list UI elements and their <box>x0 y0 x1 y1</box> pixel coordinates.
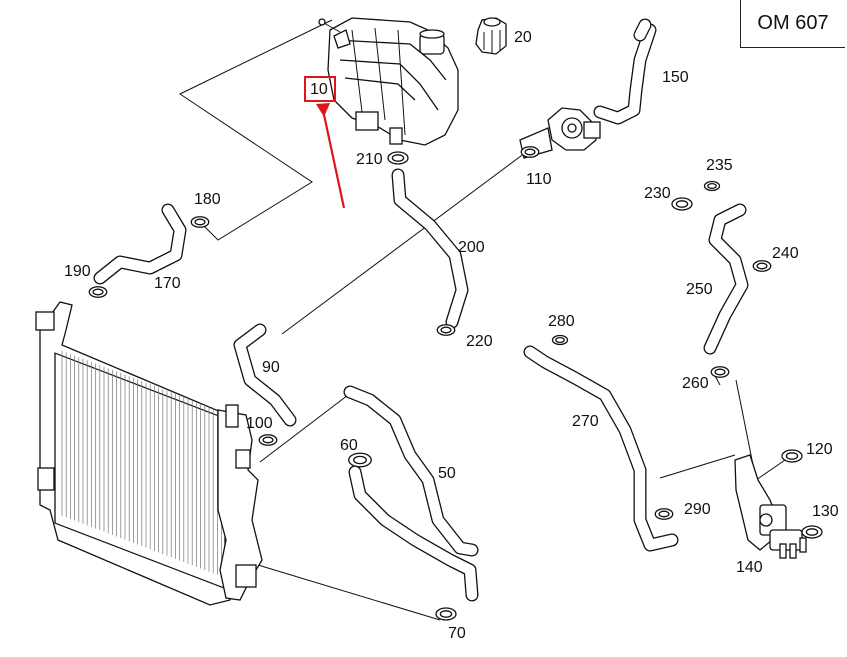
hose-200[interactable] <box>391 168 469 329</box>
part-label-190[interactable]: 190 <box>64 263 91 280</box>
clamp-110[interactable] <box>520 146 540 158</box>
part-label-150[interactable]: 150 <box>662 69 689 86</box>
part-label-200[interactable]: 200 <box>458 239 485 256</box>
part-label-235[interactable]: 235 <box>706 157 733 174</box>
thermostat-housing[interactable] <box>519 107 601 159</box>
hose-150[interactable] <box>593 23 657 125</box>
part-label-260[interactable]: 260 <box>682 375 709 392</box>
clamp-130[interactable] <box>801 525 823 539</box>
engine-code-label: OM 607 <box>740 0 845 48</box>
part-labels: 10 20 50 60 70 90 100 110 120 130 140 150 170 180 190 2… <box>64 29 839 642</box>
hose-50[interactable] <box>343 385 479 557</box>
hose-50b[interactable] <box>348 465 479 602</box>
part-label-180[interactable]: 180 <box>194 191 221 208</box>
clamp-180[interactable] <box>190 216 210 228</box>
tank-cap[interactable] <box>475 17 507 55</box>
hoses[interactable] <box>93 18 749 602</box>
part-label-20[interactable]: 20 <box>514 29 532 46</box>
clamp-280[interactable] <box>551 334 569 346</box>
clamps[interactable] <box>88 146 823 621</box>
clamp-230[interactable] <box>671 197 693 211</box>
expansion-tank[interactable] <box>318 17 459 146</box>
part-label-60[interactable]: 60 <box>340 437 358 454</box>
part-label-240[interactable]: 240 <box>772 245 799 262</box>
clamp-220[interactable] <box>436 324 456 336</box>
part-label-120[interactable]: 120 <box>806 441 833 458</box>
part-label-90[interactable]: 90 <box>262 359 280 376</box>
radiator[interactable] <box>35 301 263 606</box>
part-label-270[interactable]: 270 <box>572 413 599 430</box>
part-label-110[interactable]: 110 <box>526 171 552 188</box>
clamp-260[interactable] <box>710 366 730 378</box>
hose-170[interactable] <box>93 203 187 285</box>
hose-90[interactable] <box>233 323 297 427</box>
hose-250[interactable] <box>703 203 749 355</box>
part-label-220[interactable]: 220 <box>466 333 493 350</box>
part-label-280[interactable]: 280 <box>548 313 575 330</box>
hose-270[interactable] <box>523 345 679 552</box>
leader-lines <box>178 19 789 621</box>
hose-150b[interactable] <box>633 18 652 42</box>
clamp-240[interactable] <box>752 260 772 272</box>
highlight-arrow <box>304 76 346 209</box>
clamp-210[interactable] <box>387 151 409 165</box>
clamp-100[interactable] <box>258 434 278 446</box>
part-label-10[interactable]: 10 <box>310 81 328 98</box>
part-label-130[interactable]: 130 <box>812 503 839 520</box>
part-label-100[interactable]: 100 <box>246 415 273 432</box>
part-label-210[interactable]: 210 <box>356 151 383 168</box>
part-label-50[interactable]: 50 <box>438 465 456 482</box>
clamp-290[interactable] <box>654 508 674 520</box>
valve-assembly[interactable] <box>734 454 807 559</box>
part-label-70[interactable]: 70 <box>448 625 466 642</box>
clamp-70[interactable] <box>435 607 457 621</box>
clamp-235[interactable] <box>703 180 721 192</box>
part-label-230[interactable]: 230 <box>644 185 671 202</box>
clamp-120[interactable] <box>781 449 803 463</box>
part-label-250[interactable]: 250 <box>686 281 713 298</box>
part-label-170[interactable]: 170 <box>154 275 181 292</box>
part-label-290[interactable]: 290 <box>684 501 711 518</box>
clamp-60[interactable] <box>348 452 372 468</box>
part-label-140[interactable]: 140 <box>736 559 763 576</box>
clamp-190[interactable] <box>88 286 108 298</box>
